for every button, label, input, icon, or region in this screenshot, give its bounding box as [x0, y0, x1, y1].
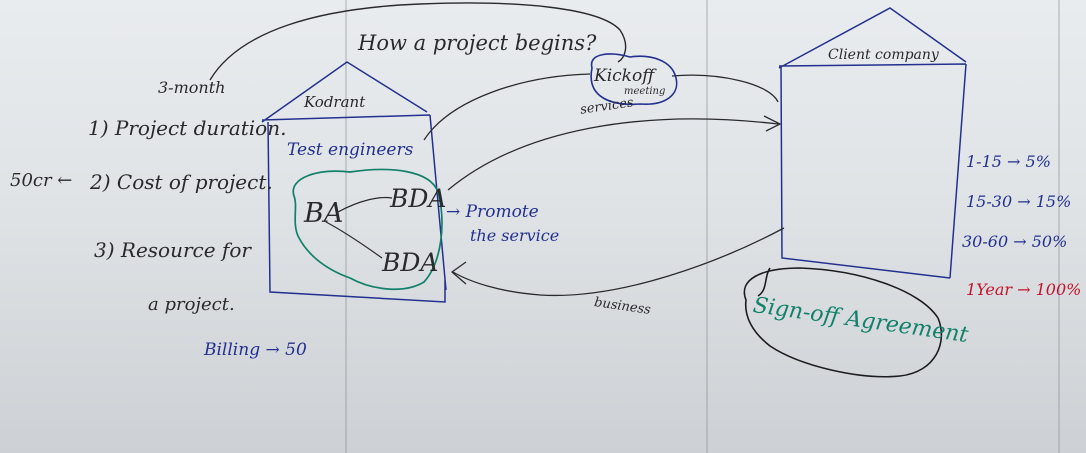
ba-label: BA	[304, 198, 344, 229]
kickoff-bubble	[590, 53, 678, 106]
client-house-outline	[778, 7, 967, 279]
note-billing: Billing → 50	[204, 340, 307, 360]
arrow-kickoff-to-client	[671, 74, 779, 103]
arc-3month-to-kickoff	[209, 2, 627, 81]
client-company-label: Client company	[828, 47, 939, 63]
board-title: How a project begins?	[358, 31, 597, 55]
note-project-duration: 1) Project duration.	[88, 116, 287, 140]
arrow-kodrant-to-kickoff	[423, 73, 591, 141]
note-cost-of-project: 2) Cost of project.	[90, 170, 273, 194]
promote-line1: → Promote	[446, 202, 539, 222]
arrow-kodrant-to-client	[447, 118, 779, 191]
connector-ba-bda2	[325, 221, 383, 259]
team-cloud	[292, 168, 443, 291]
kodrant-house-outline	[261, 61, 447, 303]
payment-term-1: 1-15 → 5%	[966, 152, 1051, 171]
panel-seam	[706, 0, 708, 453]
kodrant-label: Kodrant	[304, 93, 366, 111]
arrow-client-to-kodrant	[452, 227, 785, 297]
note-resource-line2: a project.	[148, 294, 235, 315]
connector-ba-bda1	[337, 196, 393, 213]
duration-hint: 3-month	[158, 78, 226, 97]
panel-seam	[345, 0, 347, 453]
arrowhead-business	[450, 261, 467, 285]
bda-label-2: BDA	[382, 248, 439, 277]
bda-label-1: BDA	[390, 184, 447, 213]
payment-term-2: 15-30 → 15%	[966, 192, 1072, 211]
promote-line2: the service	[470, 226, 560, 245]
signoff-ellipse	[743, 267, 943, 378]
payment-term-3: 30-60 → 50%	[962, 232, 1068, 251]
note-resource-line1: 3) Resource for	[94, 238, 251, 262]
kickoff-sublabel: meeting	[624, 86, 666, 97]
kickoff-label: Kickoff	[594, 66, 655, 86]
panel-seam	[1058, 0, 1060, 453]
test-engineers-label: Test engineers	[287, 140, 414, 160]
note-cost-prefix: 50cr ←	[10, 170, 73, 191]
payment-term-4: 1Year → 100%	[966, 280, 1082, 299]
arrowhead-services	[763, 115, 782, 132]
